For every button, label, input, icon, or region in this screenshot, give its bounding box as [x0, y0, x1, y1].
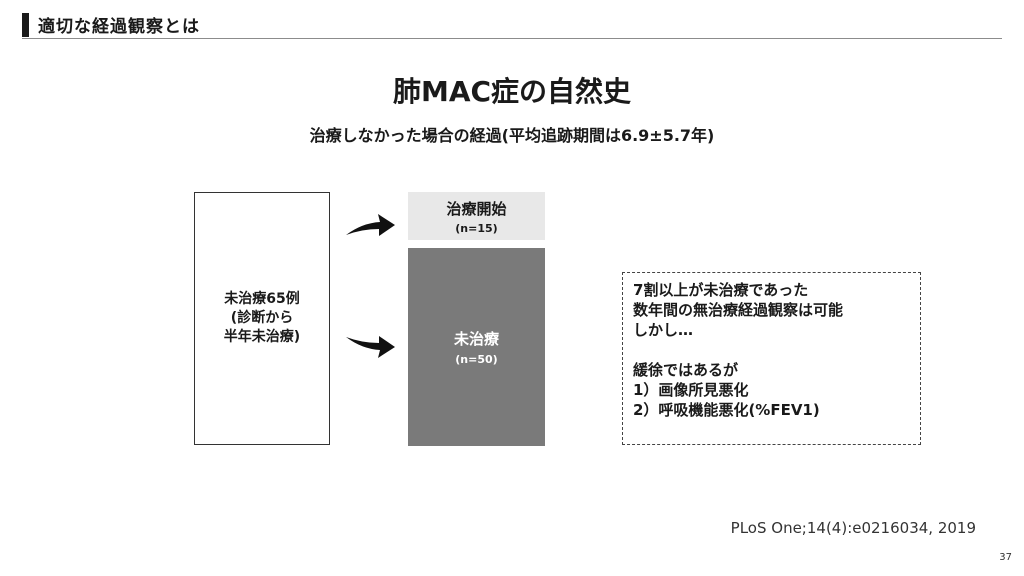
note-line: 2）呼吸機能悪化(%FEV1) — [633, 401, 820, 419]
untreated-count: (n=50) — [455, 353, 498, 366]
note-line: 緩徐ではあるが — [633, 361, 739, 379]
treatment-started-label: 治療開始 — [446, 199, 507, 218]
untreated-box: 未治療 (n=50) — [408, 248, 545, 446]
cohort-line-1: 未治療65例 — [224, 291, 300, 307]
curved-arrow-up-icon — [346, 214, 395, 236]
treatment-started-count: (n=15) — [455, 221, 498, 235]
treatment-started-box: 治療開始 (n=15) — [408, 192, 545, 240]
cohort-box: 未治療65例 (診断から 半年未治療) — [194, 192, 330, 445]
slide-subtitle: 治療しなかった場合の経過(平均追跡期間は6.9±5.7年) — [309, 126, 715, 145]
note-box: 7割以上が未治療であった 数年間の無治療経過観察は可能 しかし… 緩徐ではあるが… — [622, 272, 921, 445]
note-line: 数年間の無治療経過観察は可能 — [633, 301, 844, 319]
cohort-line-3: 半年未治療) — [223, 329, 301, 345]
note-line: 7割以上が未治療であった — [633, 281, 809, 299]
section-marker — [22, 13, 29, 37]
page-number: 37 — [999, 552, 1012, 563]
untreated-label: 未治療 — [453, 330, 499, 348]
section-title: 適切な経過観察とは — [38, 17, 200, 37]
cohort-line-2: (診断から — [230, 310, 294, 326]
slide-title: 肺MAC症の自然史 — [392, 75, 632, 108]
note-line: 1）画像所見悪化 — [633, 381, 749, 399]
note-line: しかし… — [633, 321, 694, 339]
citation: PLoS One;14(4):e0216034, 2019 — [730, 519, 976, 537]
note-line — [633, 340, 910, 360]
section-divider — [22, 38, 1002, 39]
curved-arrow-down-icon — [346, 336, 395, 358]
